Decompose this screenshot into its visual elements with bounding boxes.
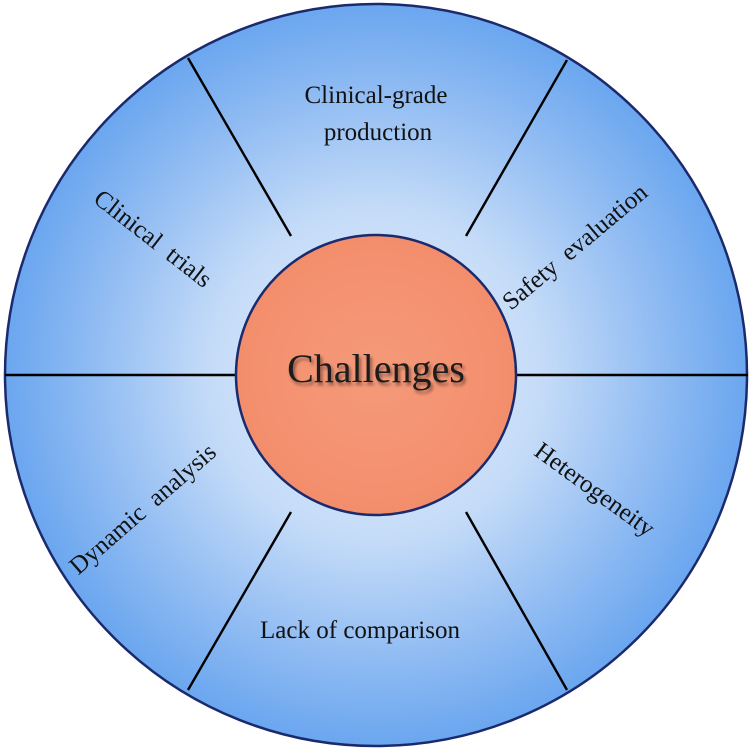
divider-bottom-right [464,511,569,691]
segment-dividers [5,57,748,691]
center-circle [234,233,518,517]
segment-label-clinical-grade-line2: production [324,119,433,146]
divider-top-right [464,59,569,237]
segment-label-lack-of-comparison: Lack of comparison [260,617,460,644]
divider-top-left [186,57,293,237]
divider-bottom-left [186,511,293,691]
segment-label-clinical-grade-line1: Clinical-grade [305,82,448,109]
center-label: Challenges [287,346,465,391]
